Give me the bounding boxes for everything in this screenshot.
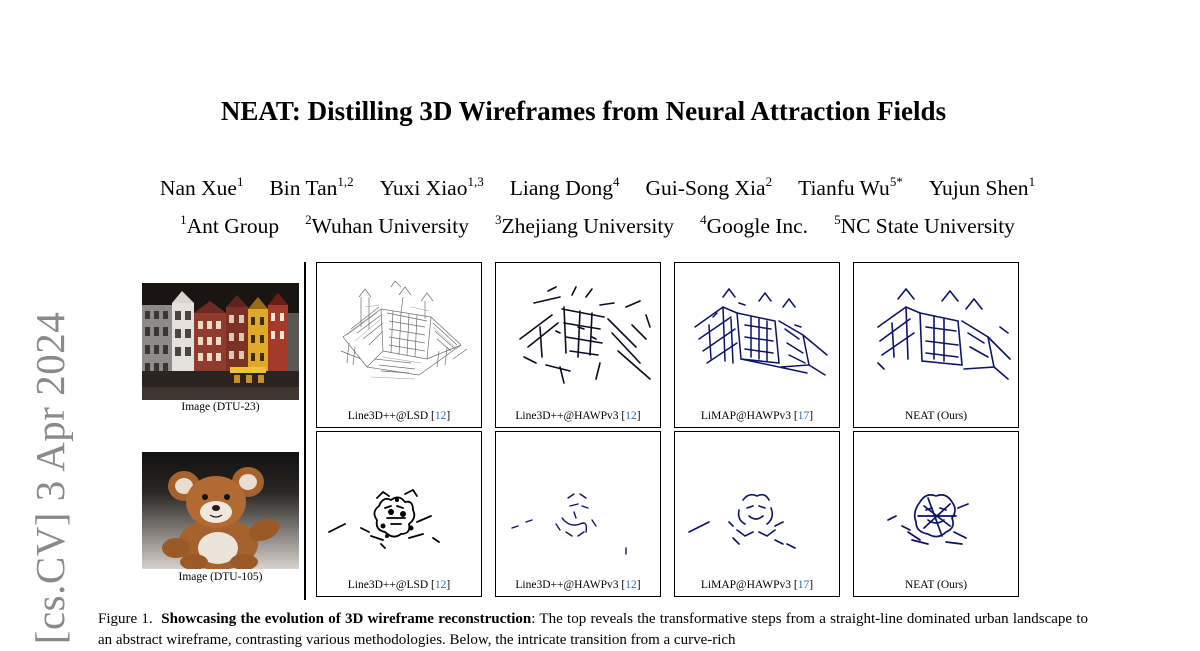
panel-caption: NEAT (Ours) [854, 410, 1018, 422]
affiliation: 1Ant Group [180, 212, 280, 239]
citation-close: ] [636, 410, 641, 422]
arxiv-stamp-text: [cs.CV] 3 Apr 2024 [27, 311, 73, 645]
method-name: LiMAP@HAWPv3 [ [700, 579, 798, 591]
panel-neat-dtu23: NEAT (Ours) [853, 262, 1019, 428]
author-affil-sup: 1,3 [467, 174, 484, 189]
author-affil-sup: 1 [236, 174, 244, 189]
wireframe-line3d-hawp-dtu23 [519, 286, 651, 384]
method-name: Line3D++@LSD [ [347, 579, 435, 591]
wireframe-line3d-lsd-dtu105 [328, 488, 440, 549]
affiliation-sup: 4 [700, 212, 707, 227]
panel-caption: Line3D++@LSD [12] [317, 410, 481, 422]
author-name: Gui-Song Xia [645, 176, 766, 200]
paper-title: NEAT: Distilling 3D Wireframes from Neur… [220, 96, 947, 126]
affiliation-name: Wuhan University [311, 214, 469, 238]
affiliation-name: Ant Group [186, 214, 280, 238]
author-affil-sup: 2 [765, 174, 773, 189]
wireframe-neat-dtu23 [877, 287, 1011, 380]
figure-divider [304, 262, 306, 600]
method-name: Line3D++@HAWPv3 [ [515, 410, 626, 422]
panel-line3d-hawp-dtu105: Line3D++@HAWPv3 [12] [495, 431, 661, 597]
citation-link[interactable]: 17 [797, 410, 810, 422]
panel-caption: NEAT (Ours) [854, 579, 1018, 591]
panel-line3d-lsd-dtu105: Line3D++@LSD [12] [316, 431, 482, 597]
method-name: Line3D++@LSD [ [347, 410, 435, 422]
panel-caption: LiMAP@HAWPv3 [17] [675, 410, 839, 422]
citation-close: ] [446, 410, 451, 422]
wireframe-limap-hawp-dtu105 [688, 493, 796, 549]
method-name: LiMAP@HAWPv3 [ [700, 410, 798, 422]
panel-line3d-hawp-dtu23: Line3D++@HAWPv3 [12] [495, 262, 661, 428]
panel-line3d-lsd-dtu23: Line3D++@LSD [12] [316, 262, 482, 428]
affiliation: 2Wuhan University [305, 212, 469, 239]
affiliation-sup: 3 [495, 212, 502, 227]
affiliation-sup: 5 [834, 212, 841, 227]
affiliation-sup: 2 [305, 212, 312, 227]
figure-caption: Figure 1. Showcasing the evolution of 3D… [98, 609, 1088, 651]
author-name: Tianfu Wu [798, 176, 890, 200]
citation-link[interactable]: 12 [625, 410, 637, 422]
author-affil-sup: 1,2 [337, 174, 354, 189]
citation-close: ] [636, 579, 641, 591]
author-affil-sup: 5* [889, 174, 903, 189]
figure-label: Figure 1. [98, 611, 153, 627]
dtu-23-caption: Image (DTU-23) [181, 401, 260, 413]
dtu-105-photo [142, 452, 299, 569]
wireframe-line3d-hawp-dtu105 [511, 493, 627, 555]
author: Nan Xue1 [159, 174, 244, 201]
author: Gui-Song Xia2 [645, 174, 773, 201]
author-affil-sup: 4 [613, 174, 620, 189]
dtu-23-photo [142, 283, 299, 400]
citation-link[interactable]: 12 [434, 410, 447, 422]
method-name: Line3D++@HAWPv3 [ [515, 579, 626, 591]
author: Yujun Shen1 [928, 174, 1036, 201]
method-name: NEAT (Ours) [904, 579, 968, 591]
wireframe-neat-dtu105 [887, 494, 969, 545]
figure-caption-text: : The top reveals the transformative ste… [98, 611, 1088, 648]
affiliation-sup: 1 [180, 212, 187, 227]
affiliation-name: NC State University [840, 214, 1015, 238]
panel-caption: Line3D++@HAWPv3 [12] [496, 579, 660, 591]
affiliation-name: Zhejiang University [501, 214, 675, 238]
affiliation-list: 1Ant Group 2Wuhan University 3Zhejiang Uni… [0, 212, 1195, 239]
method-name: NEAT (Ours) [904, 410, 968, 422]
author-name: Bin Tan [269, 176, 338, 200]
affiliation-name: Google Inc. [706, 214, 809, 238]
citation-link[interactable]: 12 [434, 579, 447, 591]
citation-close: ] [809, 410, 814, 422]
panel-neat-dtu105: NEAT (Ours) [853, 431, 1019, 597]
dtu-105-caption: Image (DTU-105) [178, 571, 263, 583]
citation-close: ] [446, 579, 451, 591]
wireframe-line3d-lsd-dtu23 [340, 280, 468, 380]
author-name: Yuxi Xiao [379, 176, 468, 200]
panel-caption: Line3D++@LSD [12] [317, 579, 481, 591]
panel-limap-hawp-dtu105: LiMAP@HAWPv3 [17] [674, 431, 840, 597]
figure-caption-bold: Showcasing the evolution of 3D wireframe… [161, 611, 532, 627]
author-name: Yujun Shen [928, 176, 1029, 200]
affiliation: 4Google Inc. [700, 212, 809, 239]
author: Liang Dong4 [509, 174, 620, 201]
panel-limap-hawp-dtu23: LiMAP@HAWPv3 [17] [674, 262, 840, 428]
author-name: Nan Xue [159, 176, 237, 200]
panel-caption: Line3D++@HAWPv3 [12] [496, 410, 660, 422]
citation-link[interactable]: 12 [625, 579, 637, 591]
author: Yuxi Xiao1,3 [379, 174, 484, 201]
panel-caption: LiMAP@HAWPv3 [17] [675, 579, 839, 591]
affiliation: 3Zhejiang University [495, 212, 675, 239]
citation-close: ] [809, 579, 814, 591]
author: Tianfu Wu5* [798, 174, 903, 201]
wireframe-limap-hawp-dtu23 [694, 287, 828, 376]
author: Bin Tan1,2 [269, 174, 354, 201]
citation-link[interactable]: 17 [797, 579, 810, 591]
author-name: Liang Dong [509, 176, 614, 200]
author-affil-sup: 1 [1028, 174, 1036, 189]
affiliation: 5NC State University [834, 212, 1015, 239]
